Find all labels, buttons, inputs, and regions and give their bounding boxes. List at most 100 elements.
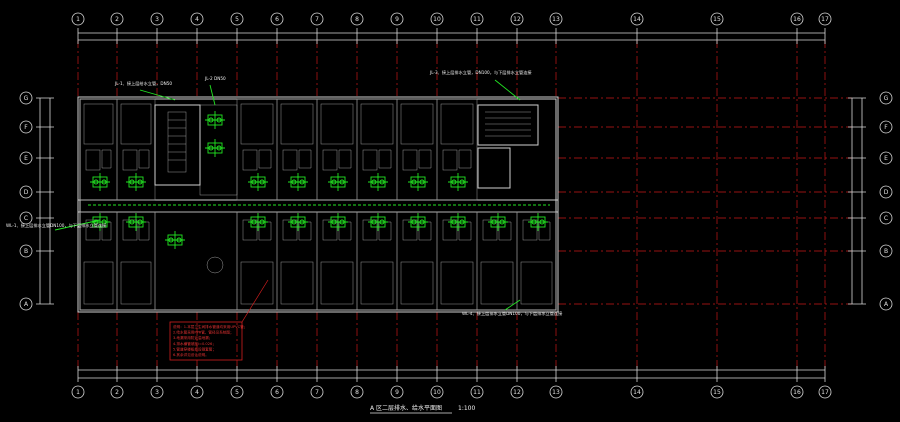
column-axis-label: 2 bbox=[115, 16, 119, 23]
plumbing-cluster bbox=[408, 173, 428, 191]
column-axis-bubble: 5 bbox=[230, 385, 244, 399]
column-axis-bubble: 3 bbox=[150, 12, 164, 26]
plumbing-cluster bbox=[288, 173, 308, 191]
plumbing-cluster bbox=[248, 173, 268, 191]
column-axis-bubble: 6 bbox=[270, 385, 284, 399]
column-axis-bubble: 5 bbox=[230, 12, 244, 26]
plumbing-cluster bbox=[126, 213, 146, 231]
column-axis-bubble: 7 bbox=[310, 385, 324, 399]
column-axis-label: 14 bbox=[633, 389, 641, 396]
room-upper bbox=[356, 98, 398, 201]
column-axis-label: 15 bbox=[713, 389, 721, 396]
plumbing-cluster bbox=[288, 213, 308, 231]
column-axis-label: 5 bbox=[235, 16, 239, 23]
row-axis-bubble: G bbox=[879, 91, 893, 105]
row-axis-bubble: C bbox=[879, 211, 893, 225]
row-axis-label: E bbox=[884, 155, 888, 162]
plumbing-cluster bbox=[528, 213, 548, 231]
note-line: 3.地漏采用防返溢地漏； bbox=[173, 335, 212, 340]
row-axis-label: F bbox=[24, 124, 28, 131]
note-line: 6.其余详见设计说明。 bbox=[173, 352, 209, 357]
note-line: 5.管道穿楼板处设钢套管； bbox=[173, 346, 216, 351]
room-lower bbox=[516, 211, 557, 311]
row-axis-bubble: C bbox=[19, 211, 33, 225]
room-upper bbox=[276, 98, 318, 201]
callout-top-left: JL-1、接上层给水立管，DN50 bbox=[114, 80, 172, 87]
column-axis-label: 12 bbox=[513, 389, 521, 396]
column-axis-bubble: 3 bbox=[150, 385, 164, 399]
row-axis-bubble: D bbox=[879, 185, 893, 199]
column-axis-bubble: 16 bbox=[790, 385, 804, 399]
column-axis-label: 4 bbox=[195, 389, 199, 396]
column-axis-label: 3 bbox=[155, 389, 159, 396]
plumbing-cluster bbox=[205, 139, 225, 157]
note-line: 2.给水管采用PPR管，管径见系统图； bbox=[173, 330, 234, 335]
stair-left bbox=[154, 104, 201, 186]
column-axis-label: 11 bbox=[473, 16, 481, 23]
column-axis-bubble: 1 bbox=[71, 385, 85, 399]
column-axis-bubble: 15 bbox=[710, 12, 724, 26]
column-axis-bubble: 7 bbox=[310, 12, 324, 26]
column-axis-label: 13 bbox=[552, 16, 560, 23]
row-axis-label: A bbox=[884, 301, 889, 308]
plumbing-fixtures bbox=[88, 111, 550, 249]
column-axis-label: 16 bbox=[793, 16, 801, 23]
room-upper bbox=[396, 98, 438, 201]
column-axis-bubble: 12 bbox=[510, 12, 524, 26]
row-axis-label: D bbox=[24, 189, 29, 196]
column-axis-label: 10 bbox=[433, 16, 441, 23]
row-axis-bubble: A bbox=[19, 297, 33, 311]
column-axis-label: 6 bbox=[275, 16, 279, 23]
building-walls bbox=[77, 96, 559, 313]
room-upper bbox=[79, 98, 118, 201]
row-axis-label: A bbox=[24, 301, 29, 308]
column-axis-label: 7 bbox=[315, 389, 319, 396]
column-axis-bubble: 2 bbox=[110, 385, 124, 399]
column-axis-label: 14 bbox=[633, 16, 641, 23]
column-axis-label: 13 bbox=[552, 389, 560, 396]
callout-top-right: JL-3、接上层排水立管，DN100，与下层排水立管连接 bbox=[429, 69, 532, 76]
column-axis-label: 1 bbox=[76, 389, 80, 396]
column-axis-label: 3 bbox=[155, 16, 159, 23]
column-axis-bubble: 12 bbox=[510, 385, 524, 399]
column-axis-label: 17 bbox=[821, 389, 829, 396]
column-axis-bubble: 17 bbox=[818, 385, 832, 399]
room-upper bbox=[236, 98, 278, 201]
row-axis-bubble: E bbox=[19, 151, 33, 165]
row-axis-bubble: B bbox=[879, 244, 893, 258]
plumbing-cluster bbox=[165, 231, 185, 249]
column-axis-bubble: 6 bbox=[270, 12, 284, 26]
column-axis-label: 8 bbox=[355, 389, 359, 396]
column-axis-bubble: 15 bbox=[710, 385, 724, 399]
row-axis-label: D bbox=[884, 189, 889, 196]
row-axis-label: C bbox=[24, 215, 28, 222]
column-axis-bubble: 14 bbox=[630, 12, 644, 26]
room-upper bbox=[436, 98, 478, 201]
column-axis-label: 17 bbox=[821, 16, 829, 23]
row-axis-bubble: B bbox=[19, 244, 33, 258]
drawing-scale: 1:100 bbox=[458, 405, 475, 412]
row-axis-label: E bbox=[24, 155, 28, 162]
plumbing-cluster bbox=[205, 111, 225, 129]
plumbing-cluster bbox=[90, 173, 110, 191]
column-axis-label: 10 bbox=[433, 389, 441, 396]
column-axis-label: 8 bbox=[355, 16, 359, 23]
column-axis-label: 11 bbox=[473, 389, 481, 396]
plumbing-cluster bbox=[448, 173, 468, 191]
notes-box-text: 说明：1.本层卫生间排水管道均采用UPVC管；2.给水管采用PPR管，管径见系统… bbox=[173, 324, 247, 357]
column-axis-bubble: 11 bbox=[470, 12, 484, 26]
row-axis-label: B bbox=[884, 248, 888, 255]
row-axis-bubble: G bbox=[19, 91, 33, 105]
callout-bottom-right: WL-4、接上层排水立管DN100，与下层排水立管连接 bbox=[462, 310, 563, 317]
column-axis-label: 16 bbox=[793, 389, 801, 396]
column-axis-bubble: 9 bbox=[390, 385, 404, 399]
column-axis-bubble: 1 bbox=[71, 12, 85, 26]
room-upper bbox=[316, 98, 358, 201]
row-axis-label: G bbox=[24, 95, 29, 102]
row-axis-label: B bbox=[24, 248, 28, 255]
column-axis-bubble: 13 bbox=[549, 385, 563, 399]
